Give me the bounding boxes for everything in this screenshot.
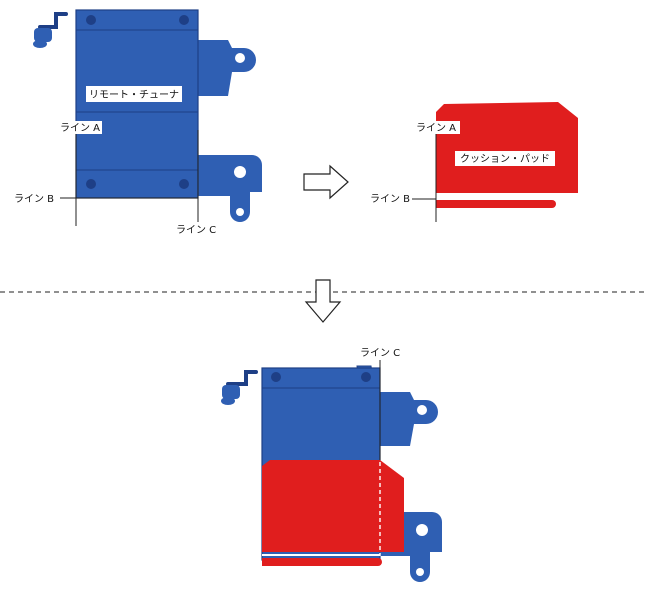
cushion-pad-label: クッション・パッド — [455, 151, 555, 166]
arrow-down-icon — [304, 279, 342, 323]
cushion-pad — [436, 102, 578, 208]
remote-tuner-label: リモート・チューナ — [86, 86, 182, 102]
pad-line-b-label: ライン B — [370, 193, 410, 205]
reference-lines-step1 — [58, 121, 199, 226]
remote-tuner-unit — [33, 9, 262, 222]
step2-line-c-label: ライン C — [360, 347, 400, 359]
svg-text:リモート・チューナ: リモート・チューナ — [89, 89, 179, 101]
line-c-label: ライン C — [176, 224, 216, 236]
pad-line-a-label: ライン A — [416, 122, 456, 134]
svg-text:クッション・パッド: クッション・パッド — [460, 153, 550, 165]
line-b-label: ライン B — [14, 193, 54, 205]
arrow-right-icon — [303, 164, 349, 200]
reference-lines-pad — [412, 121, 460, 222]
assembled-cushion-pad — [262, 460, 404, 566]
line-a-label: ライン A — [60, 122, 100, 134]
